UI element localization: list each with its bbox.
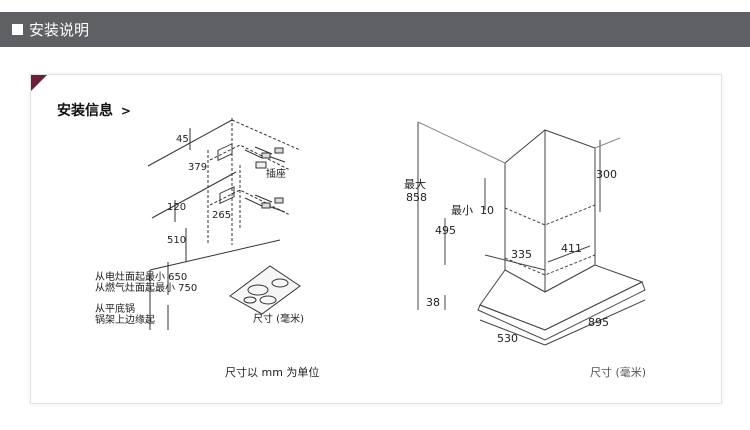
dim-379: 379 (188, 162, 207, 173)
left-unit-label: 尺寸 (毫米) (253, 312, 304, 325)
chevron-right-icon: > (120, 104, 131, 118)
corner-marker (31, 75, 47, 91)
dim-265: 265 (212, 210, 231, 221)
chimney-depth: 335 (511, 248, 532, 261)
electric-hob-note: 从电灶面起最小 650 (95, 270, 187, 283)
installation-panel: 安装信息 > (30, 74, 722, 404)
installation-info-title: 安装信息 > (57, 100, 131, 120)
section-header: 安装说明 (0, 12, 750, 47)
overlap-height: 495 (435, 224, 456, 237)
socket-label: 插座 (266, 167, 286, 180)
installation-info-label: 安装信息 (57, 103, 113, 119)
section-header-title: 安装说明 (29, 21, 90, 39)
hood-depth: 530 (497, 332, 518, 345)
hood-height: 38 (426, 296, 440, 309)
unit-caption: 尺寸以 mm 为单位 (225, 366, 320, 379)
pan-note-line2: 锅架上边缘起 (95, 313, 155, 326)
right-unit-label: 尺寸 (毫米) (590, 365, 646, 379)
hood-width: 895 (588, 316, 609, 329)
max-label: 最大 (404, 177, 426, 191)
chimney-height: 300 (596, 168, 617, 181)
chimney-width: 411 (561, 242, 582, 255)
min-label: 最小 (451, 204, 473, 217)
gas-hob-note: 从燃气灶面起最小 750 (95, 281, 197, 294)
min-value: 10 (480, 204, 494, 217)
max-value: 858 (406, 191, 427, 204)
dim-120: 120 (167, 202, 186, 213)
square-bullet-icon (12, 24, 23, 35)
dim-510: 510 (167, 235, 186, 246)
pan-note-line1: 从平底锅 (95, 302, 135, 315)
dim-45: 45 (176, 134, 189, 145)
